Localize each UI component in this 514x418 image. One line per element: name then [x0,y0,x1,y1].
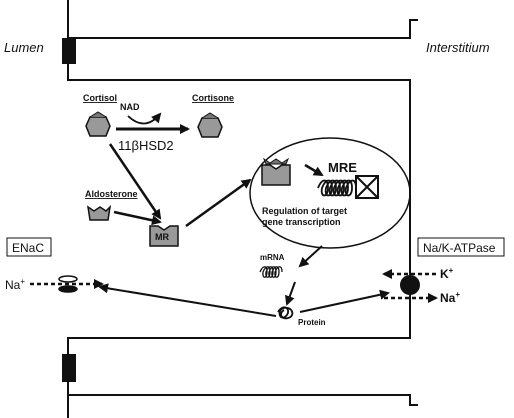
mr-receptor-icon [149,225,179,247]
upper-neighbor-cell-outline [67,0,418,39]
enac-label: ENaC [12,241,44,255]
na-k-pump-icon [400,275,420,295]
dna-coil [317,179,357,197]
tight-junction-top [62,38,76,64]
cortisol-label: Cortisol [83,93,117,103]
mr-label: MR [155,232,169,242]
main-cell-outline [67,64,411,354]
na-left-label: Na+ [5,277,25,292]
interstitium-label: Interstitium [426,40,490,55]
nad-label: NAD [120,102,140,112]
cell-membranes [67,0,418,418]
cortisol-to-mr-arrow [108,143,162,220]
nucleus-to-mrna-arrow [298,245,323,268]
lumen-label: Lumen [4,40,44,55]
enzyme-label: 11βHSD2 [118,138,174,153]
mrna-label: mRNA [260,253,285,262]
na-right-label: Na+ [440,290,460,305]
enac-box [6,237,52,257]
protein-label: Protein [298,318,326,327]
cortisone-molecule-icon [197,117,223,138]
aldosterone-to-mr-arrow [113,210,162,226]
complex-to-mre-arrow [304,163,324,177]
mre-binding-box [355,175,379,199]
mr-to-nucleus-arrow [185,178,252,228]
aldosterone-molecule-icon [86,204,112,221]
cortisol-molecule-icon [85,116,111,137]
protein-to-enac-arrow [98,283,277,317]
protein-icon [277,306,294,320]
k-label: K+ [440,266,454,281]
enac-channel-icon [58,275,78,293]
tight-junction-bottom [62,354,76,382]
aldosterone-label: Aldosterone [85,189,138,199]
mrna-to-protein-arrow [285,281,296,306]
mr-ligand-complex-icon [261,164,291,186]
mrna-strand [259,266,283,278]
cortisone-label: Cortisone [192,93,234,103]
mre-label: MRE [328,160,357,175]
protein-to-pump-arrow [299,289,390,313]
regulation-label: Regulation of target gene transcription [262,206,350,227]
na-k-atpase-box [417,237,505,257]
nad-curved-arrow [127,112,162,125]
lower-neighbor-cell-outline [67,382,418,406]
na-k-atpase-label: Na/K-ATPase [423,241,496,255]
nucleus [249,137,411,249]
